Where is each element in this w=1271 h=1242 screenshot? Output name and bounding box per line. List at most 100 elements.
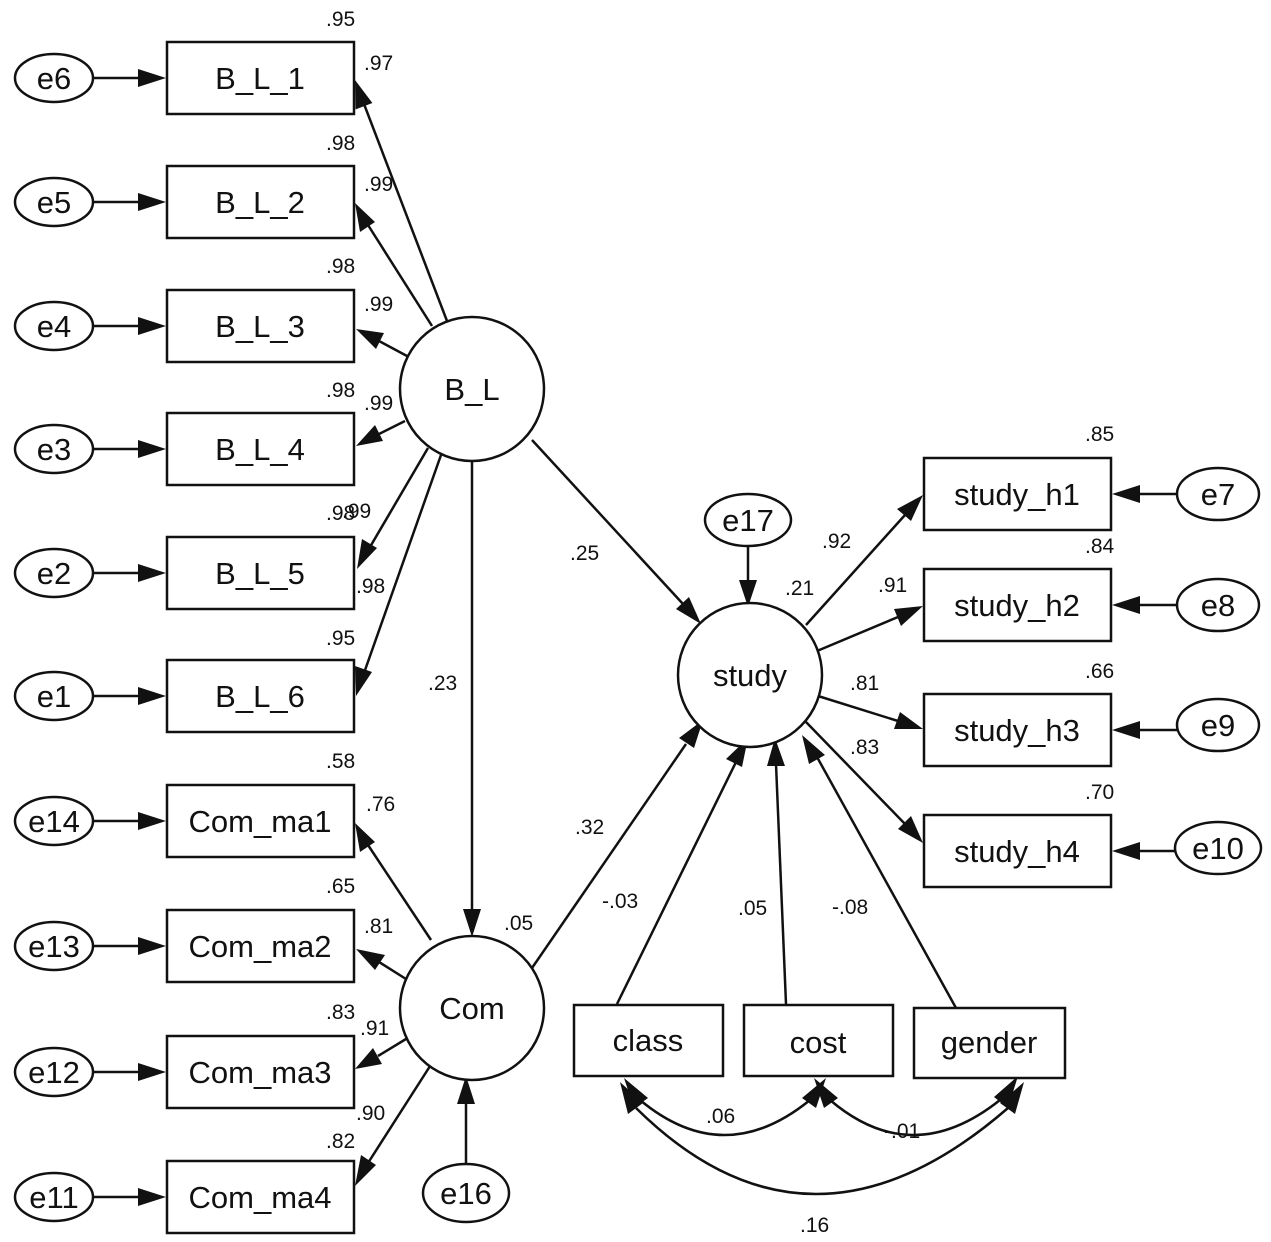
path-label-class-study: -.03 — [602, 890, 638, 913]
arrow-bl-bl4 — [378, 419, 406, 436]
error-node-e6 — [13, 52, 95, 104]
indicator-label-b-l-4: B_L_4 — [215, 432, 305, 467]
covariance-label-class-cost: .06 — [706, 1105, 735, 1128]
indicator-label-b-l-3: B_L_3 — [215, 309, 305, 344]
arrowhead-icon — [355, 1155, 376, 1186]
arrowhead-icon — [355, 823, 375, 852]
indicator-box-study-h1 — [922, 456, 1113, 532]
node-label-e1: e1 — [37, 679, 71, 714]
indicator-label-com-ma2: Com_ma2 — [189, 929, 332, 964]
arrow-com-cm1 — [366, 844, 433, 941]
node-label-e17: e17 — [722, 503, 774, 538]
loading-label-sh3: .81 — [850, 672, 879, 695]
error-node-e3 — [13, 423, 95, 475]
arrowhead-icon — [355, 666, 372, 696]
indicator-label-com-ma3: Com_ma3 — [189, 1055, 332, 1090]
arrowhead-icon — [138, 193, 166, 211]
node-label-e14: e14 — [28, 804, 80, 839]
error-node-e4 — [13, 300, 95, 352]
latent-label-b-l: B_L — [444, 372, 499, 407]
indicator-box-b-l-4 — [165, 411, 356, 487]
arrow-bl-bl1 — [362, 103, 449, 322]
error-node-e12 — [13, 1046, 95, 1098]
latent-node-study — [676, 601, 824, 749]
arrow-bl-study — [531, 439, 684, 605]
loading-label-sh1: .92 — [822, 530, 851, 553]
arrowhead-icon — [355, 1048, 382, 1069]
indicator-box-study-h2 — [922, 567, 1113, 643]
r2-label-sh3: .66 — [1085, 660, 1114, 683]
covariance-label-cost-gender: -.01 — [884, 1120, 920, 1143]
arrowhead-icon — [138, 812, 166, 830]
r2-label-cm2: .65 — [326, 875, 355, 898]
arrow-class-study — [615, 759, 739, 1005]
path-label-gender-study: -.08 — [832, 896, 868, 919]
indicator-box-b-l-1 — [165, 40, 356, 116]
loading-label-bl4: .99 — [364, 392, 393, 415]
control-box-class — [572, 1003, 725, 1078]
control-label-gender: gender — [941, 1025, 1038, 1060]
r2-label-cm1: .58 — [326, 750, 355, 773]
indicator-box-study-h4 — [922, 813, 1113, 889]
loading-label-bl2: .99 — [364, 173, 393, 196]
r2-label-bl2: .98 — [326, 132, 355, 155]
arrowhead-icon — [457, 1076, 475, 1104]
error-node-e7 — [1175, 466, 1261, 522]
arrowhead-icon — [138, 69, 166, 87]
arrowhead-icon — [356, 949, 385, 970]
arrow-study-sh2 — [816, 615, 899, 653]
loading-label-sh4: .83 — [850, 736, 879, 759]
covariance-cost-gender — [829, 1099, 1001, 1137]
edges — [93, 69, 1177, 1206]
r2-label-cm3: .83 — [326, 1001, 355, 1024]
loading-label-bl3: .99 — [364, 293, 393, 316]
error-node-e2 — [13, 547, 95, 599]
arrowhead-icon — [1112, 721, 1140, 739]
arrowhead-icon — [620, 1082, 643, 1114]
indicator-label-b-l-1: B_L_1 — [215, 61, 305, 96]
indicator-box-b-l-2 — [165, 164, 356, 240]
indicator-label-b-l-6: B_L_6 — [215, 679, 305, 714]
arrowhead-icon — [463, 909, 481, 937]
arrowhead-icon — [138, 440, 166, 458]
indicator-label-study-h1: study_h1 — [954, 477, 1080, 512]
node-label-e7: e7 — [1201, 477, 1235, 512]
arrowhead-icon — [138, 564, 166, 582]
arrow-study-sh4 — [805, 721, 906, 825]
path-label-bl-study: .25 — [570, 542, 599, 565]
arrowhead-icon — [624, 1078, 648, 1108]
path-label-cost-study: .05 — [738, 897, 767, 920]
r2-label-bl4: .98 — [326, 379, 355, 402]
node-label-e11: e11 — [29, 1180, 78, 1215]
arrow-bl-bl5 — [368, 447, 430, 548]
covariance-class-cost — [639, 1099, 811, 1137]
node-label-e3: e3 — [37, 432, 71, 467]
error-node-e11 — [13, 1171, 95, 1223]
loading-label-cm1: .76 — [366, 793, 395, 816]
error-node-e10 — [1173, 820, 1263, 876]
error-node-e9 — [1175, 697, 1261, 753]
r2-label-sh1: .85 — [1085, 423, 1114, 446]
loading-label-bl6: .98 — [356, 575, 385, 598]
arrowhead-icon — [676, 597, 701, 624]
indicator-box-com-ma3 — [165, 1034, 356, 1110]
node-label-e2: e2 — [37, 556, 71, 591]
arrowhead-icon — [897, 495, 923, 521]
r2-label-bl5: .98 — [326, 502, 355, 525]
arrowhead-icon — [894, 606, 923, 626]
arrow-bl-bl3 — [378, 339, 408, 358]
arrowhead-icon — [814, 1078, 838, 1108]
arrowhead-icon — [679, 720, 703, 748]
indicator-label-b-l-5: B_L_5 — [215, 556, 305, 591]
path-label-bl-com: .23 — [428, 672, 457, 695]
arrowhead-icon — [1112, 596, 1140, 614]
arrowhead-icon — [1112, 485, 1140, 503]
control-box-gender — [912, 1006, 1067, 1080]
indicator-label-com-ma4: Com_ma4 — [189, 1180, 332, 1215]
latent-node-b-l — [398, 315, 546, 463]
indicator-box-study-h3 — [922, 692, 1113, 768]
indicator-label-study-h3: study_h3 — [954, 713, 1080, 748]
arrow-bl-bl6 — [362, 454, 443, 674]
node-label-e16: e16 — [440, 1176, 492, 1211]
